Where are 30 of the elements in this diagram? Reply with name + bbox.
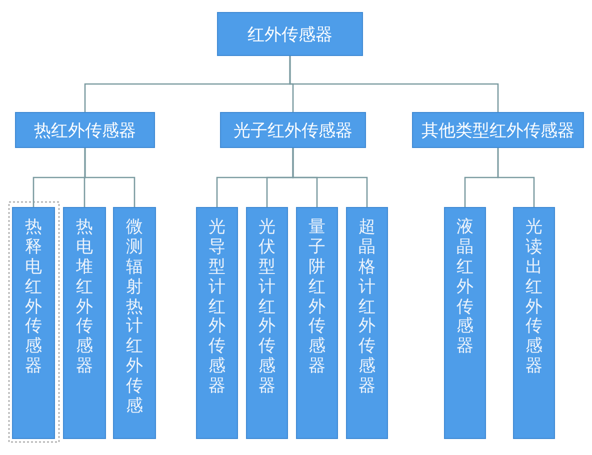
node-label: 超晶格计红外传感器 [358, 218, 376, 398]
node-label: 微测辐射热计红外传感 [126, 218, 143, 418]
node-label: 热释电红外传感器 [25, 218, 42, 378]
category-box [15, 112, 155, 148]
node-label: 热红外传感器 [34, 120, 136, 142]
sensor-type-box [246, 207, 288, 439]
node-label: 光伏型计红外传感器 [258, 218, 276, 398]
sensor-type-box [296, 207, 338, 439]
sensor-type-box [12, 207, 55, 439]
connector-line [292, 148, 368, 207]
sensor-type-box [113, 207, 156, 439]
connector-line [289, 56, 499, 112]
sensor-type-box [346, 207, 388, 439]
sensor-type-box [196, 207, 238, 439]
sensor-type-box [444, 207, 486, 439]
sensor-type-box [513, 207, 555, 439]
node-label: 量子阱红外传感器 [308, 218, 326, 378]
node-label: 液晶红外传感器 [456, 218, 474, 358]
node-label: 光导型计红外传感器 [208, 218, 226, 398]
category-box [412, 112, 584, 148]
connector-line [497, 148, 535, 207]
sensor-type-box [63, 207, 106, 439]
node-label: 光读出红外传感器 [526, 218, 542, 378]
node-label: 其他类型红外传感器 [422, 120, 574, 142]
connector-line [84, 148, 136, 207]
node-label: 红外传感器 [248, 24, 332, 46]
category-box [220, 112, 366, 148]
node-label: 热电堆红外传感器 [76, 218, 93, 378]
node-label: 光子红外传感器 [234, 120, 352, 142]
category-box [217, 12, 363, 56]
